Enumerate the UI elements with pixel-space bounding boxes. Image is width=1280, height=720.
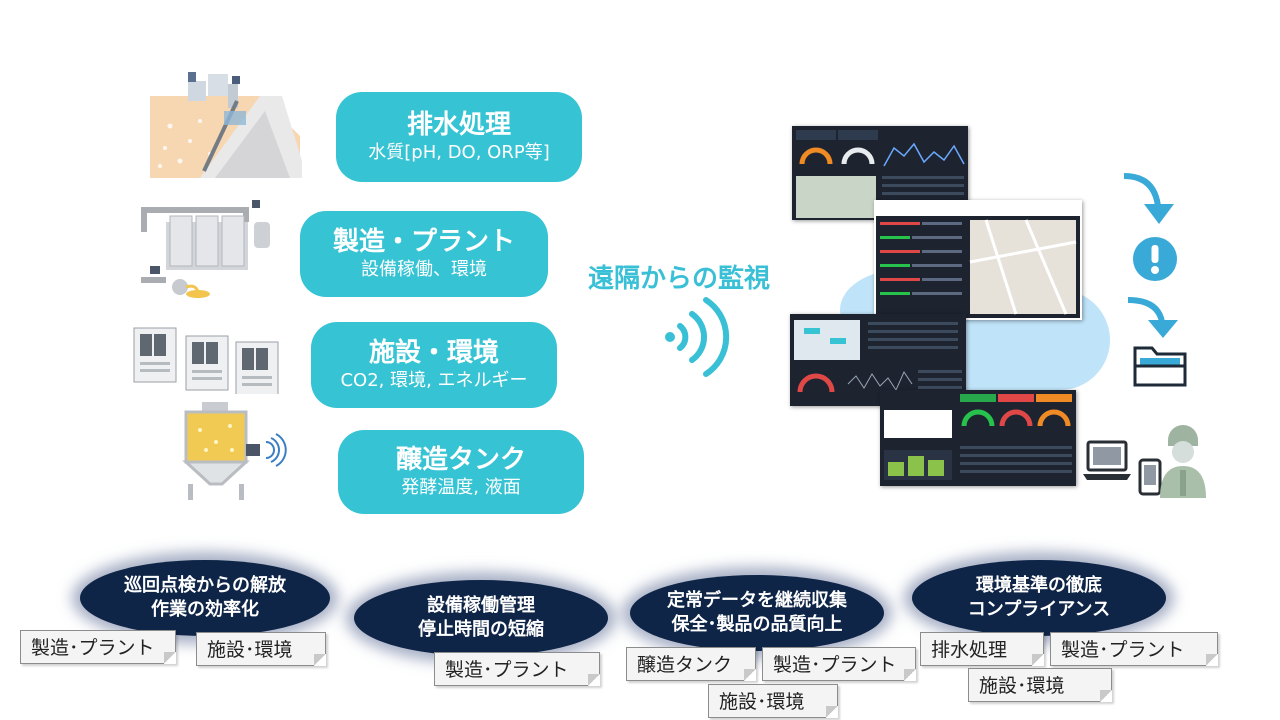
wireless-signal-icon [665,297,730,377]
category-tag: 排水処理 [920,632,1044,666]
dashboard-screen-4 [880,390,1076,486]
category-tag: 製造･プラント [1050,632,1218,666]
remote-monitoring-label: 遠隔からの監視 [588,264,771,294]
benefit-oval-3: 定常データを継続収集 保全･製品の品質向上 [630,575,884,651]
benefit-line2: コンプライアンス [967,599,1111,620]
alert-icon [1133,237,1177,281]
pill-brewing: 醸造タンク 発酵温度, 液面 [338,430,584,514]
folder-icon [1133,346,1187,387]
benefit-oval-2: 設備稼働管理 停止時間の短縮 [354,580,608,656]
benefit-line1: 環境基準の徹底 [976,575,1102,596]
category-tag: 施設･環境 [968,668,1112,702]
wastewater-facility-icon [150,72,302,178]
benefit-line1: 巡回点検からの解放 [124,575,286,596]
dashboard-screen-2 [874,200,1082,320]
worker-avatar-icon [1160,425,1206,498]
benefit-line2: 停止時間の短縮 [418,619,544,640]
pill-title: 排水処理 [406,110,511,140]
category-tag: 施設･環境 [196,632,326,666]
category-tag: 製造･プラント [762,647,916,681]
category-tag: 製造･プラント [434,652,600,686]
category-tag: 醸造タンク [626,647,756,681]
pill-manufacturing: 製造・プラント 設備稼働、環境 [300,211,548,297]
benefit-oval-4: 環境基準の徹底 コンプライアンス [912,560,1166,636]
manufacturing-plant-icon [141,200,270,298]
benefit-oval-1: 巡回点検からの解放 作業の効率化 [80,560,330,636]
pill-subtitle: 設備稼働、環境 [361,259,487,280]
pill-wastewater: 排水処理 水質[pH, DO, ORP等] [336,92,582,182]
pill-facility: 施設・環境 CO2, 環境, エネルギー [311,322,557,408]
pill-subtitle: CO2, 環境, エネルギー [340,370,528,391]
brewing-tank-icon [182,402,287,500]
pill-title: 製造・プラント [332,227,515,257]
smartphone-icon [1138,458,1162,496]
category-tag: 製造･プラント [20,630,176,664]
category-tag: 施設･環境 [708,684,838,718]
benefit-line1: 設備稼働管理 [427,595,535,616]
down-arrow-icon [1123,173,1174,224]
pill-subtitle: 水質[pH, DO, ORP等] [368,142,550,163]
benefit-line1: 定常データを継続収集 [667,590,847,611]
benefit-line2: 保全･製品の品質向上 [671,614,843,635]
pill-subtitle: 発酵温度, 液面 [401,477,521,498]
down-arrow-icon [1127,297,1178,338]
pill-title: 施設・環境 [368,338,499,368]
benefit-line2: 作業の効率化 [151,599,259,620]
server-cabinet-icon [133,327,279,394]
pill-title: 醸造タンク [395,445,526,475]
laptop-icon [1083,440,1131,480]
